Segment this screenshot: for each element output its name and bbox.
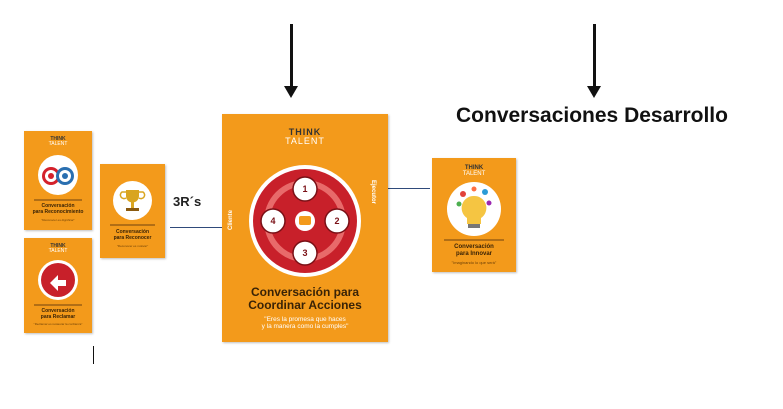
card-title-line1: Conversación [41, 308, 75, 314]
card-illustration-circle [38, 155, 78, 195]
lightbulb-ideas-icon [456, 186, 492, 228]
card-title-line2: para Reclamar [40, 313, 76, 320]
targets-icon [42, 167, 74, 185]
connector-left-line [170, 227, 225, 228]
main-card-quote-line1: "Eres la promesa que haces [264, 316, 346, 323]
wheel-step-2: 2 [334, 216, 339, 226]
three-rs-label: 3R´s [173, 194, 202, 209]
card-title: Conversación para Reconocimiento [26, 203, 90, 215]
card-brand: THINK TALENT [24, 137, 92, 147]
card-shelf [34, 199, 82, 201]
card-shelf [34, 304, 82, 306]
card-brand-bottom: TALENT [48, 248, 68, 254]
side-label-right: Ejecutor [370, 180, 376, 205]
card-shelf [444, 239, 504, 241]
card-title-line1: Conversación [115, 229, 150, 235]
card-brand-top: THINK [50, 243, 66, 249]
wheel-step-4: 4 [270, 216, 275, 226]
card-title: Conversación para Reconocer [102, 229, 163, 241]
side-label-left: Cliente [228, 209, 234, 230]
card-brand-top: THINK [50, 136, 66, 142]
main-card-brand-bottom: TALENT [285, 136, 325, 146]
card-illustration-circle [447, 182, 501, 236]
card-brand-bottom: TALENT [462, 171, 486, 177]
card-reconocer[interactable]: Conversación para Reconocer "Reconocer e… [100, 164, 165, 258]
card-brand-bottom: TALENT [48, 141, 68, 147]
main-card-quote: "Eres la promesa que haces y la manera c… [224, 316, 386, 330]
card-brand: THINK TALENT [24, 244, 92, 254]
main-card-brand-top: THINK [288, 127, 322, 137]
reclaim-icon [41, 263, 75, 297]
card-subtitle: "Imaginando lo que será" [451, 260, 497, 265]
card-innovar[interactable]: THINK TALENT Conversación para Innovar "… [432, 158, 516, 272]
card-title: Conversación para Reclamar [26, 308, 90, 320]
wheel-step-3: 3 [302, 248, 307, 258]
arrow-center-shaft [290, 24, 293, 88]
card-subtitle: "Reconocer es motivar" [116, 244, 149, 248]
trophy-icon [119, 190, 146, 211]
main-card-title-line2: Coordinar Acciones [248, 298, 362, 313]
main-card-title: Conversación para Coordinar Acciones [224, 285, 386, 313]
card-title-line1: Conversación [454, 244, 494, 250]
card-reconocimiento[interactable]: THINK TALENT Conversación para Reconocim… [24, 131, 92, 230]
main-card-brand: THINK TALENT [222, 128, 388, 146]
text-cursor-mark [93, 346, 94, 364]
card-title-line2: para Reconocimiento [32, 208, 84, 215]
card-title: Conversación para Innovar [434, 244, 514, 257]
card-coordinar-acciones[interactable]: THINK TALENT Cliente Ejecutor 1 2 3 4 Co… [222, 114, 388, 342]
card-title-line2: para Innovar [455, 250, 492, 257]
main-card-quote-line2: y la manera como la cumples" [261, 323, 349, 331]
card-subtitle: "Reclamar es restaurar la confianza" [33, 322, 83, 326]
card-subtitle: "Reconocer es dignificar" [41, 218, 75, 222]
card-illustration-circle [113, 181, 152, 220]
arrow-right-head [587, 86, 601, 98]
coordination-wheel: 1 2 3 4 [249, 165, 361, 277]
card-illustration-circle [38, 260, 78, 300]
card-brand: THINK TALENT [432, 165, 516, 177]
main-card-title-line1: Conversación para [250, 285, 360, 299]
card-title-line2: para Reconocer [113, 234, 152, 241]
arrow-center-head [284, 86, 298, 98]
section-heading: Conversaciones Desarrollo [456, 104, 728, 127]
card-shelf [110, 224, 155, 226]
wheel-step-1: 1 [302, 184, 307, 194]
card-title-line1: Conversación [41, 203, 75, 209]
arrow-right-shaft [593, 24, 596, 88]
card-reclamar[interactable]: THINK TALENT Conversación para Reclamar … [24, 238, 92, 333]
card-brand-top: THINK [464, 165, 484, 171]
